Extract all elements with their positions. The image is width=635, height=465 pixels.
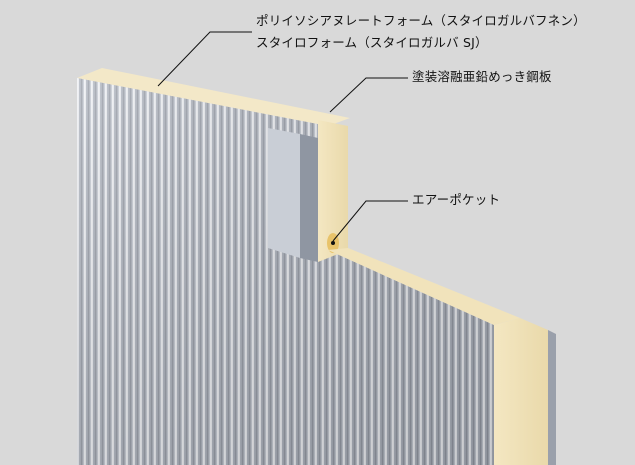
leader-lines (157, 31, 408, 242)
air-pocket-label: エアーポケット (412, 192, 501, 207)
joint-groove-shadow (300, 134, 318, 262)
foam-step-edge (328, 248, 520, 325)
steel-label: 塗装溶融亜鉛めっき鋼板 (412, 69, 552, 84)
foam-label-2: スタイロフォーム（スタイロガルバ SJ） (256, 35, 488, 50)
foam-label-1: ポリイソシアヌレートフォーム（スタイロガルバフネン） (256, 13, 586, 28)
foam-top-edge (77, 68, 350, 126)
joint-tongue (268, 128, 300, 258)
steel-skin-edge (548, 330, 556, 465)
leader-foam (157, 31, 252, 87)
leader-dot (331, 241, 335, 245)
foam-side (494, 318, 548, 465)
leader-air-pocket (332, 200, 408, 242)
foam-core-joint (318, 120, 348, 262)
leader-steel (329, 77, 408, 113)
steel-face-shade (77, 78, 494, 465)
